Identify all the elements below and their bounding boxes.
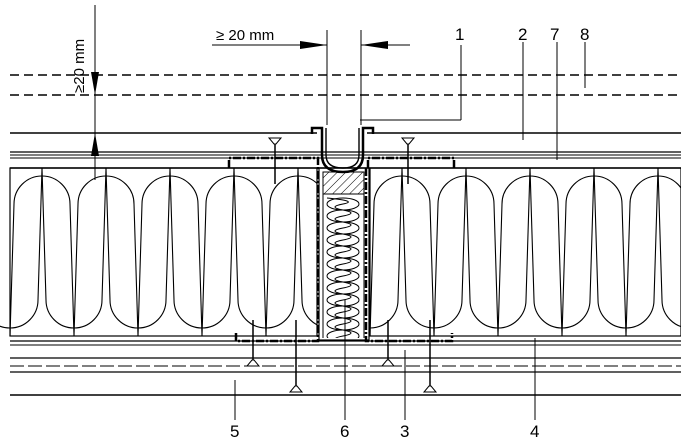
top-board xyxy=(10,132,681,169)
horizontal-gap-label: ≥ 20 mm xyxy=(216,27,274,44)
callout-labels: 1 2 7 8 5 6 3 4 xyxy=(230,25,589,441)
screw-head xyxy=(400,137,416,145)
insulation-fiber-loop xyxy=(297,168,317,326)
insulation-fiber-loop xyxy=(233,168,299,329)
insulation-fiber-loop xyxy=(137,175,203,336)
insulation-fiber-loop xyxy=(9,175,75,336)
horizontal-dimension: ≥ 20 mm xyxy=(212,27,410,125)
mineral-wool-coil-turn xyxy=(326,329,360,338)
callout-2: 2 xyxy=(518,25,527,44)
callout-4: 4 xyxy=(530,422,539,441)
joint-filler xyxy=(318,167,370,341)
callout-6: 6 xyxy=(340,422,349,441)
screw-head xyxy=(380,359,396,367)
insulation-fiber-loop xyxy=(0,168,43,329)
insulation-fiber-loop xyxy=(657,168,681,328)
insulation-fiber-loop xyxy=(370,168,403,329)
insulation-fiber-loop xyxy=(625,175,681,336)
callout-5: 5 xyxy=(230,422,239,441)
insulation-fiber-loop xyxy=(201,175,267,336)
insulation-fiber-loop xyxy=(105,168,171,329)
callout-1: 1 xyxy=(455,25,464,44)
vertical-gap-label: ≥20 mm xyxy=(71,39,88,93)
insulation-fiber-loop xyxy=(73,175,139,336)
screw-head xyxy=(267,137,283,145)
callout-8: 8 xyxy=(580,25,589,44)
screw-head xyxy=(422,385,438,393)
callout-7: 7 xyxy=(550,25,559,44)
joint-profile xyxy=(310,126,375,174)
fasteners xyxy=(245,137,438,393)
leader-lines xyxy=(234,42,586,420)
insulation-fiber-loop xyxy=(561,175,627,336)
insulation-fiber-loop xyxy=(529,168,595,329)
insulation-fiber-loop xyxy=(265,175,317,336)
vertical-dimension: ≥20 mm xyxy=(71,5,99,180)
insulation-fiber-loop xyxy=(169,168,235,329)
insulation-fiber-loop xyxy=(330,176,394,336)
callout-3: 3 xyxy=(400,422,409,441)
dashed-top-layer xyxy=(10,74,681,96)
insulation-fiber-loop xyxy=(433,175,499,336)
insulation-right xyxy=(369,167,681,337)
insulation-fiber-loop xyxy=(370,175,435,336)
insulation-fiber-loop xyxy=(593,168,659,329)
insulation-left xyxy=(0,167,394,337)
screw-head xyxy=(245,359,261,367)
insulation-fiber-loop xyxy=(465,168,531,329)
screw-head xyxy=(288,385,304,393)
insulation-fiber-loop xyxy=(401,168,467,329)
support-brackets xyxy=(227,156,456,343)
insulation-fiber-loop xyxy=(41,168,107,329)
insulation-fiber-loop xyxy=(497,175,563,336)
